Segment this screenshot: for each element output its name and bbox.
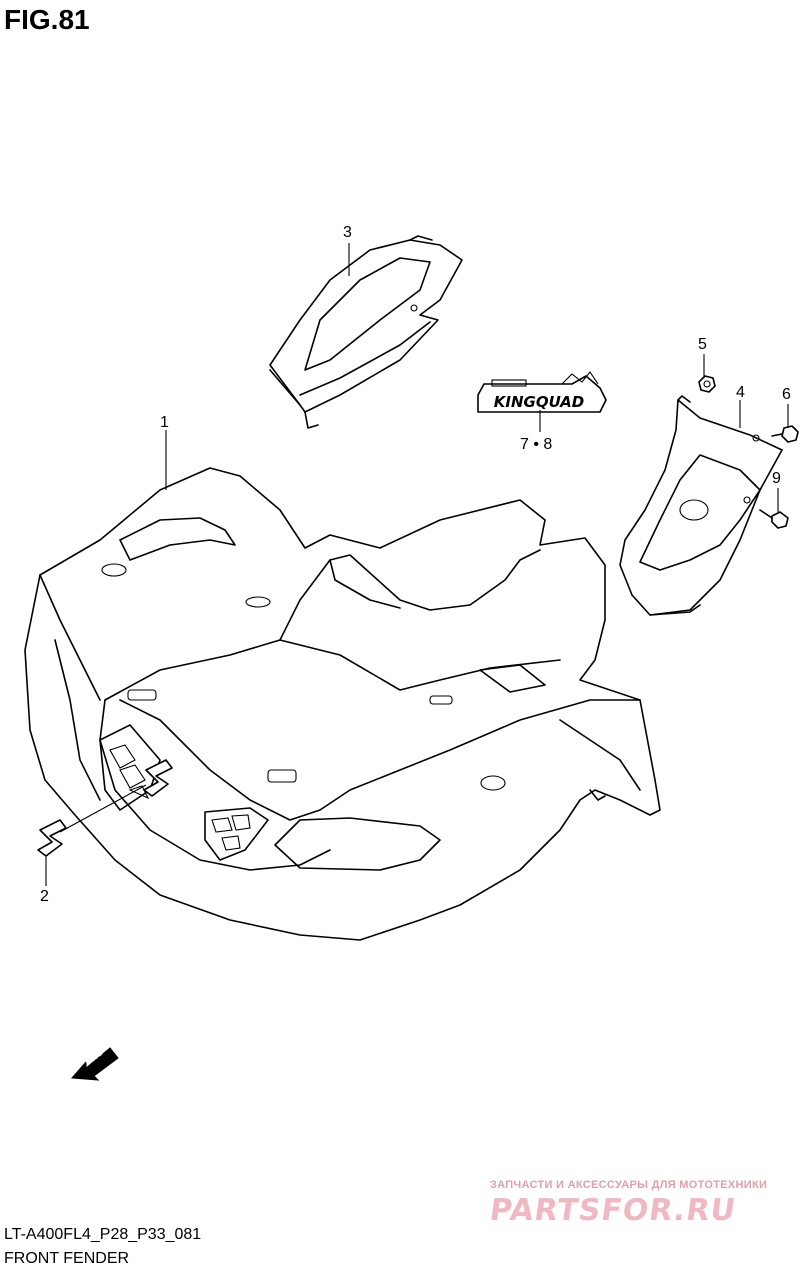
part-4-side-cover — [619, 395, 783, 616]
part-3-side-panel — [269, 235, 463, 429]
part-7-8-kingquad-decal — [477, 371, 607, 413]
callout-6: 6 — [782, 386, 791, 403]
part-2-emblem — [37, 759, 173, 857]
callout-3: 3 — [343, 224, 352, 241]
figure-title: FIG.81 — [4, 4, 90, 35]
watermark-logo: PARTSFOR.RU — [487, 1193, 739, 1228]
callout-5: 5 — [698, 336, 707, 353]
callout-4: 4 — [736, 384, 745, 401]
fwd-arrow-icon — [70, 1047, 119, 1081]
callout-9: 9 — [772, 470, 781, 487]
part-9-screw — [759, 509, 789, 529]
part-5-nut — [698, 375, 716, 393]
figure-subtitle: FRONT FENDER — [4, 1250, 130, 1267]
callout-2: 2 — [40, 888, 49, 905]
part-1-front-fender — [24, 467, 661, 941]
decal-label: KINGQUAD — [493, 393, 585, 411]
leader-lines — [45, 243, 789, 886]
model-code: LT-A400FL4_P28_P33_081 — [4, 1226, 202, 1243]
watermark-tagline: ЗАПЧАСТИ И АКСЕССУАРЫ ДЛЯ МОТОТЕХНИКИ — [490, 1179, 768, 1191]
callout-7-8: 7 • 8 — [520, 436, 553, 453]
part-6-screw — [771, 425, 799, 443]
callout-1: 1 — [160, 414, 169, 431]
